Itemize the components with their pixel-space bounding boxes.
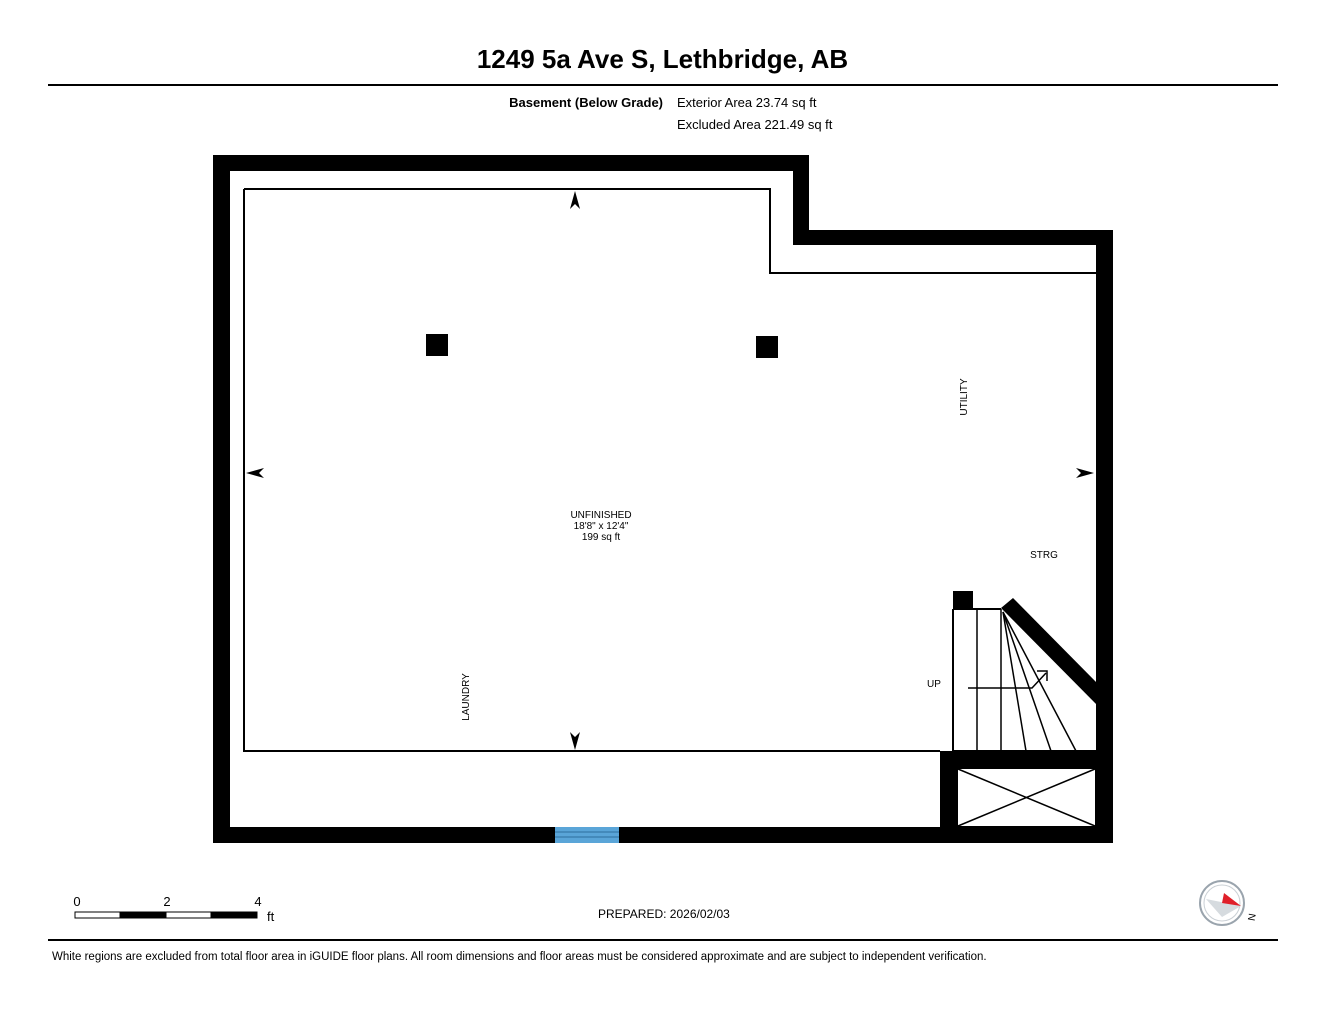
dimension-arrow-right — [1076, 468, 1094, 478]
compass-label: N — [1245, 912, 1257, 921]
dimension-arrow-left — [246, 468, 264, 478]
stair-label: UP — [927, 679, 941, 690]
column — [426, 334, 448, 356]
room-name-unfinished: UNFINISHED — [570, 510, 631, 521]
floor-name: Basement (Below Grade) — [509, 95, 663, 110]
footer-divider — [48, 939, 1278, 941]
room-name-storage: STRG — [1030, 550, 1058, 561]
room-area-unfinished: 199 sq ft — [582, 532, 621, 543]
plan-title: 1249 5a Ave S, Lethbridge, AB — [476, 44, 849, 74]
stair-treads — [1002, 611, 1077, 752]
window — [555, 827, 619, 843]
dimension-arrow-top — [570, 191, 580, 209]
scale-tick-2: 2 — [163, 894, 170, 909]
stair-direction-arrow — [968, 670, 1048, 689]
header-divider — [48, 84, 1278, 86]
exterior-area: Exterior Area 23.74 sq ft — [677, 95, 817, 110]
column — [756, 336, 778, 358]
excluded-area: Excluded Area 221.49 sq ft — [677, 117, 833, 132]
prepared-date: PREPARED: 2026/02/03 — [598, 907, 730, 921]
scale-unit: ft — [267, 909, 275, 924]
room-name-utility: UTILITY — [959, 378, 970, 416]
compass-icon — [1199, 880, 1245, 926]
landing-wall — [940, 751, 1096, 827]
column — [953, 591, 973, 609]
disclaimer: White regions are excluded from total fl… — [52, 951, 987, 963]
room-outline — [243, 188, 1096, 752]
scale-bar: 0 2 4 ft — [70, 893, 290, 932]
dimension-arrow-bottom — [570, 732, 580, 750]
room-dimensions-unfinished: 18'8" x 12'4" — [574, 521, 629, 532]
scale-tick-0: 0 — [73, 894, 80, 909]
scale-tick-4: 4 — [254, 894, 261, 909]
room-name-laundry: LAUNDRY — [461, 673, 472, 721]
exterior-wall — [213, 155, 1113, 843]
stair-diagonal-wall — [1001, 598, 1098, 706]
